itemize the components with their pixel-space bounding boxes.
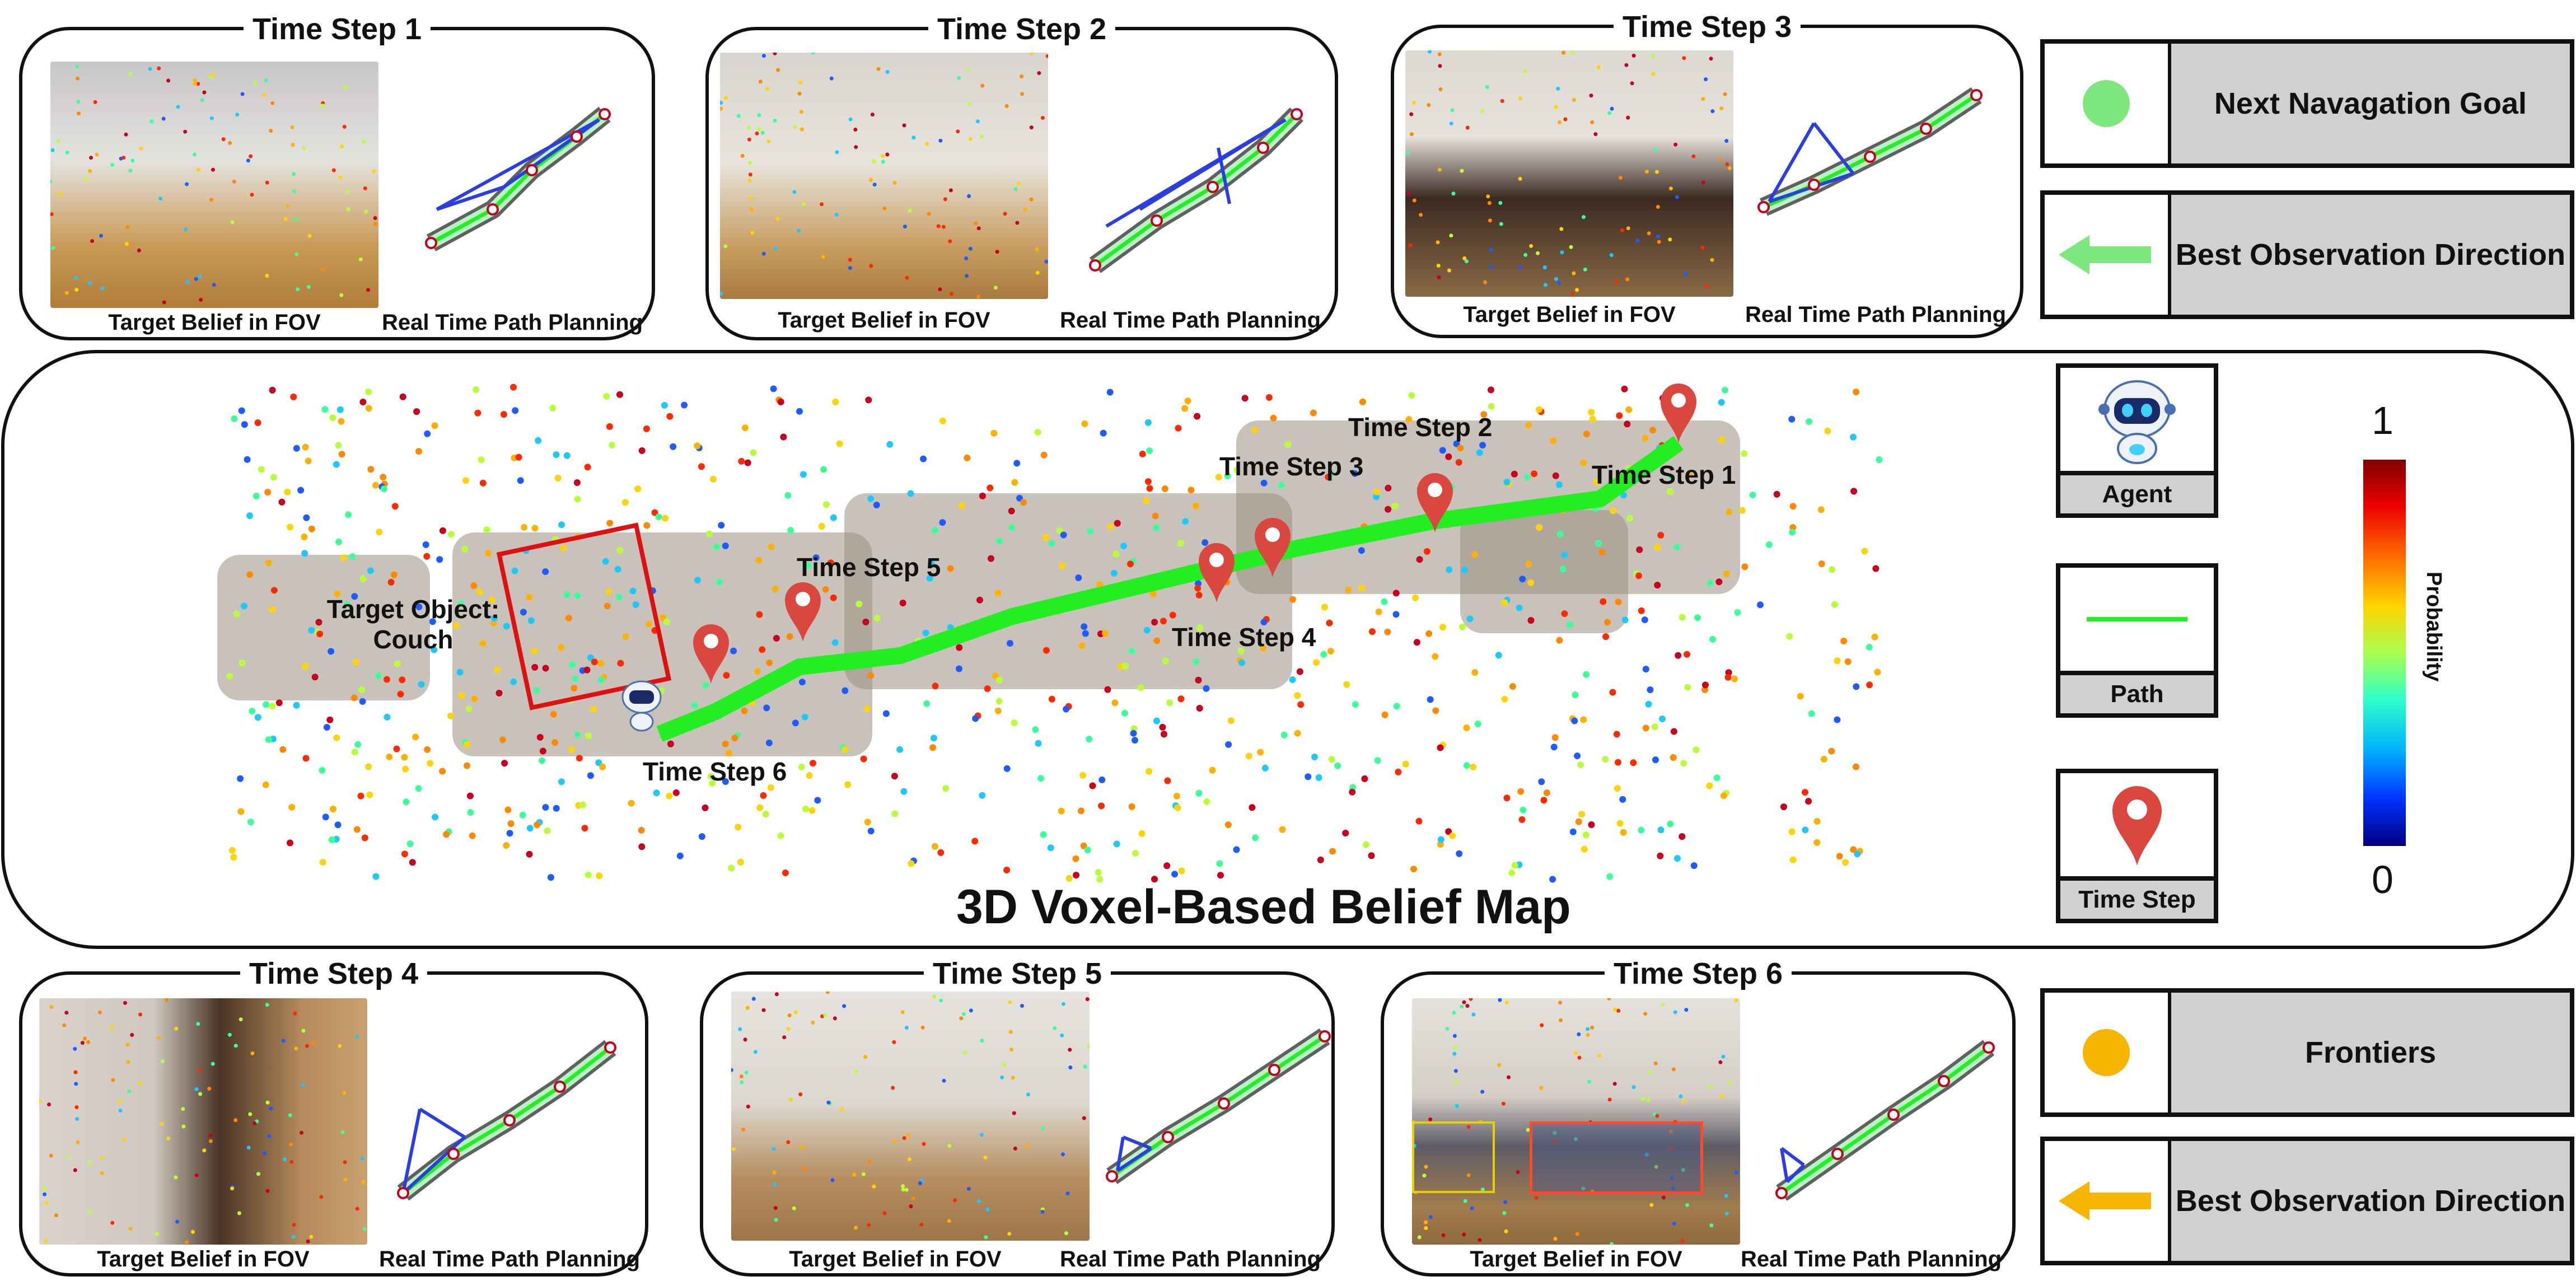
secondary-highlight (1412, 1121, 1495, 1193)
panel-title: Time Step 5 (923, 956, 1111, 992)
legend-label: Next Navagation Goal (2171, 44, 2570, 163)
fov-image (720, 53, 1048, 299)
path-planning-image (1089, 107, 1304, 273)
path-planning-image (397, 1040, 616, 1201)
time-step-panel-2: Time Step 2 Target Belief in FOV Real Ti… (705, 11, 1338, 340)
legend-best-direction-green: Best Observation Direction (2040, 190, 2574, 319)
agent-icon (621, 680, 662, 732)
legend-frontiers: Frontiers (2040, 988, 2574, 1117)
belief-dots (50, 64, 377, 305)
fov-caption: Target Belief in FOV (1470, 1247, 1682, 1271)
map-pin-icon (1417, 473, 1453, 532)
fov-image (50, 62, 378, 308)
legend-time-step: Time Step (2056, 769, 2218, 923)
map-step-label-1: Time Step 1 (1592, 460, 1736, 489)
target-label-line1: Target Object: (326, 595, 500, 624)
fov-caption: Target Belief in FOV (789, 1247, 1002, 1271)
legend-next-goal: Next Navagation Goal (2040, 39, 2574, 168)
panel-title: Time Step 4 (240, 956, 428, 992)
colorbar-max-label: 1 (2372, 399, 2393, 442)
path-caption: Real Time Path Planning (1059, 308, 1321, 333)
belief-dots (39, 998, 367, 1245)
fov-image (1412, 998, 1740, 1245)
panel-title: Time Step 6 (1604, 956, 1792, 992)
path-caption: Real Time Path Planning (381, 310, 643, 335)
path-caption: Real Time Path Planning (378, 1247, 641, 1271)
time-step-panel-1: Time Step 1 Target Belief in FOV Real Ti… (19, 11, 655, 340)
agent-icon (2056, 363, 2218, 475)
map-pin-icon (693, 624, 729, 684)
fov-image (731, 992, 1090, 1241)
map-pin-icon (1255, 518, 1291, 577)
target-label: Target Object: Couch (312, 594, 514, 654)
belief-dots (720, 53, 1048, 299)
yellow-dot-icon (2045, 993, 2171, 1112)
path-legend-label: Path (2056, 675, 2218, 718)
path-planning-image (425, 106, 611, 251)
target-label-line2: Couch (373, 625, 454, 654)
map-step-label-6: Time Step 6 (643, 757, 787, 786)
map-step-label-2: Time Step 2 (1348, 413, 1493, 442)
agent-legend-label: Agent (2056, 475, 2218, 518)
fov-caption: Target Belief in FOV (1463, 302, 1676, 327)
belief-dots (731, 992, 1090, 1240)
path-line-icon (2056, 563, 2218, 675)
time-step-panel-3: Time Step 3 Target Belief in FOV Real Ti… (1391, 9, 2023, 338)
fov-caption: Target Belief in FOV (97, 1247, 310, 1271)
path-planning-image (1775, 1040, 1995, 1201)
legend-label: Best Observation Direction (2171, 195, 2570, 315)
green-arrow-icon (2045, 195, 2171, 315)
map-step-label-4: Time Step 4 (1172, 623, 1316, 652)
belief-map-panel: Target Object: Couch Time Step 1 Time St… (1, 350, 2574, 949)
green-dot-icon (2045, 44, 2171, 163)
legend-path: Path (2056, 563, 2218, 718)
fov-image (39, 998, 367, 1245)
path-planning-image (1757, 87, 1983, 216)
yellow-arrow-icon (2045, 1141, 2171, 1261)
path-caption: Real Time Path Planning (1059, 1247, 1321, 1271)
colorbar-axis-label: Probability (2422, 572, 2446, 682)
path-planning-image (1106, 1028, 1331, 1184)
map-pin-icon (1199, 543, 1235, 602)
belief-dots (1406, 50, 1732, 296)
fov-caption: Target Belief in FOV (778, 308, 990, 333)
legend-best-direction-yellow: Best Observation Direction (2040, 1137, 2574, 1265)
time-step-panel-6: Time Step 6 Target Belief in FOV Real Ti… (1381, 956, 2016, 1277)
colorbar-min-label: 0 (2372, 858, 2393, 901)
legend-label: Best Observation Direction (2171, 1141, 2570, 1261)
map-pin-icon (1661, 384, 1696, 443)
path-caption: Real Time Path Planning (1740, 1247, 2002, 1271)
panel-title: Time Step 3 (1613, 9, 1801, 45)
map-title: 3D Voxel-Based Belief Map (956, 880, 1571, 934)
map-pin-icon (2056, 769, 2218, 881)
time-step-legend-label: Time Step (2056, 881, 2218, 923)
map-step-label-5: Time Step 5 (797, 553, 941, 582)
legend-label: Frontiers (2171, 993, 2570, 1112)
voxel-map (217, 384, 1883, 883)
time-step-panel-4: Time Step 4 Target Belief in FOV Real Ti… (19, 956, 648, 1277)
map-pin-icon (785, 582, 821, 642)
fov-image (1405, 50, 1733, 297)
time-step-panel-5: Time Step 5 Target Belief in FOV Real Ti… (700, 956, 1335, 1277)
target-highlight (1530, 1121, 1703, 1194)
panel-title: Time Step 1 (243, 11, 431, 47)
path-caption: Real Time Path Planning (1745, 302, 2007, 327)
map-step-label-3: Time Step 3 (1219, 452, 1364, 481)
panel-title: Time Step 2 (928, 11, 1116, 47)
legend-agent: Agent (2056, 363, 2218, 518)
colorbar (2363, 460, 2406, 846)
fov-caption: Target Belief in FOV (108, 310, 321, 335)
